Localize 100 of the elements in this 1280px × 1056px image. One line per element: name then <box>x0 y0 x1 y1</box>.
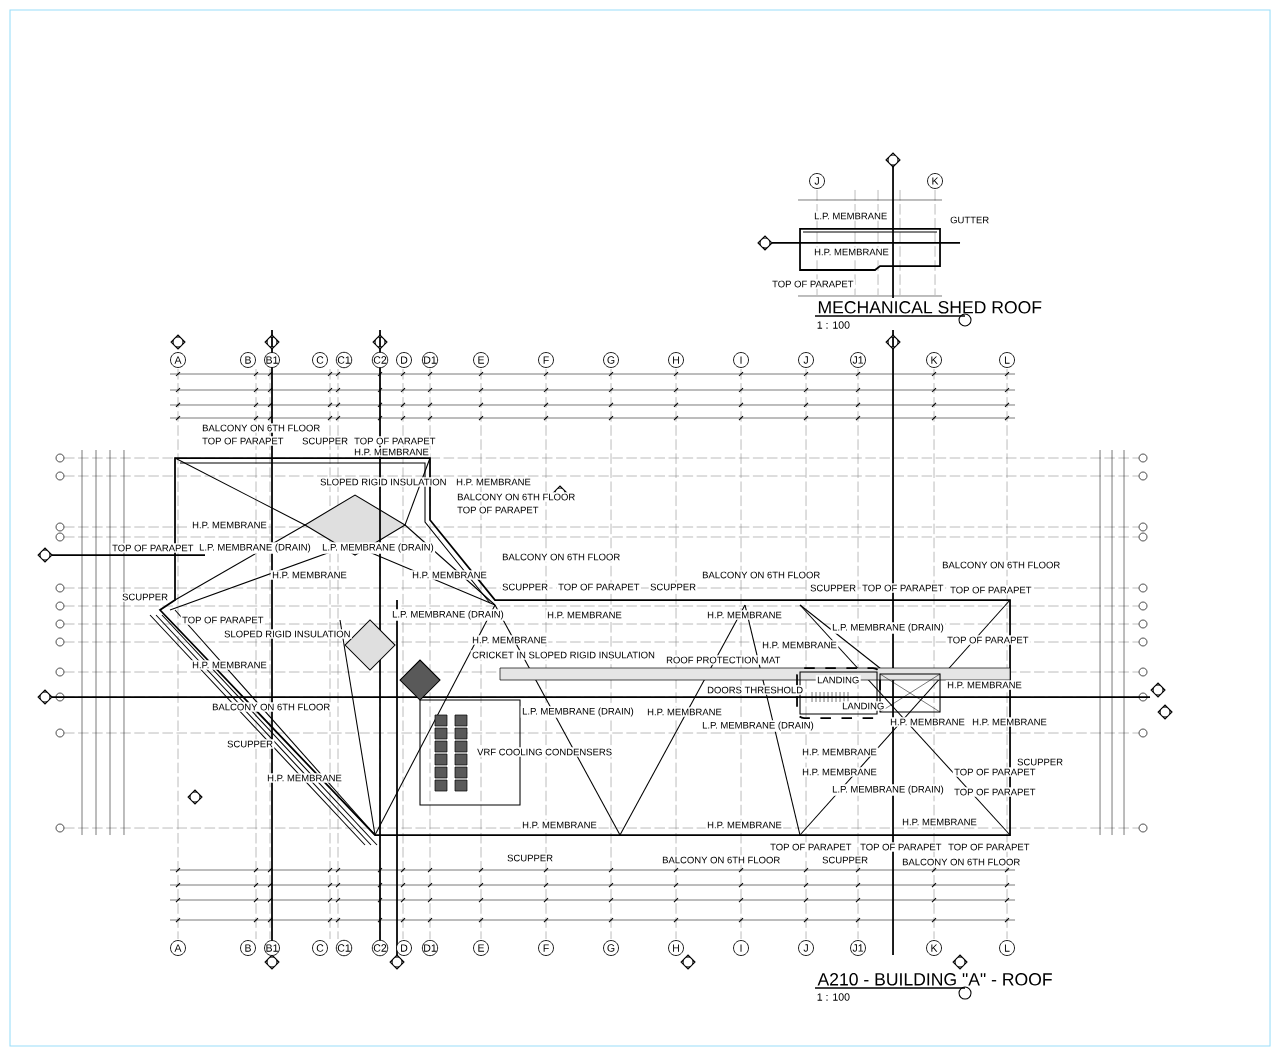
grid-bubble: G <box>603 352 619 368</box>
view-title: A210 - BUILDING "A" - ROOF <box>814 973 1052 989</box>
note-label: BALCONY ON 6TH FLOOR <box>940 560 1062 570</box>
note-label: SCUPPER <box>500 582 550 592</box>
grid-bubble: A <box>170 940 186 956</box>
grid-bubble: B <box>240 352 256 368</box>
note-label: H.P. MEMBRANE <box>812 247 891 257</box>
grid-bubble: K <box>927 173 943 189</box>
note-label: BALCONY ON 6TH FLOOR <box>700 570 822 580</box>
grid-bubble: I <box>733 352 749 368</box>
note-label: L.P. MEMBRANE (DRAIN) <box>830 784 946 796</box>
note-label: H.P. MEMBRANE <box>705 820 784 830</box>
grid-bubble: H <box>668 352 684 368</box>
note-label: SLOPED RIGID INSULATION <box>222 629 352 639</box>
note-label: TOP OF PARAPET <box>948 585 1033 595</box>
note-label: H.P. MEMBRANE <box>190 660 269 670</box>
grid-bubble: D1 <box>421 351 439 369</box>
note-label: TOP OF PARAPET <box>768 842 853 852</box>
note-label: TOP OF PARAPET <box>770 279 855 289</box>
note-label: TOP OF PARAPET <box>455 505 540 515</box>
grid-bubble: B1 <box>264 940 280 956</box>
note-label: ROOF PROTECTION MAT <box>664 655 782 665</box>
note-label: TOP OF PARAPET <box>952 787 1037 797</box>
note-label: TOP OF PARAPET <box>110 543 195 553</box>
note-label: L.P. MEMBRANE (DRAIN) <box>390 609 506 621</box>
grid-bubble: L <box>999 352 1015 368</box>
grid-bubble: I <box>733 940 749 956</box>
note-label: BALCONY ON 6TH FLOOR <box>660 855 782 865</box>
note-label: SCUPPER <box>1015 757 1065 767</box>
grid-bubble: B1 <box>264 352 280 368</box>
note-label: SCUPPER <box>505 853 555 863</box>
note-label: TOP OF PARAPET <box>860 583 945 593</box>
scale-label: 1 : 100 <box>817 993 850 1001</box>
note-label: SCUPPER <box>808 583 858 593</box>
note-label: L.P. MEMBRANE (DRAIN) <box>320 542 436 554</box>
grid-bubble: C <box>312 352 328 368</box>
note-label: H.P. MEMBRANE <box>705 610 784 620</box>
note-label: H.P. MEMBRANE <box>760 640 839 650</box>
grid-bubble: J1 <box>850 940 866 956</box>
note-label: BALCONY ON 6TH FLOOR <box>500 552 622 562</box>
grid-bubble: H <box>668 940 684 956</box>
note-label: L.P. MEMBRANE <box>812 211 889 221</box>
grid-bubble: A <box>170 352 186 368</box>
grid-bubble: F <box>538 940 554 956</box>
grid-bubble: D1 <box>421 939 439 957</box>
note-label: H.P. MEMBRANE <box>800 747 879 757</box>
grid-bubble: K <box>926 940 942 956</box>
note-label: H.P. MEMBRANE <box>410 570 489 580</box>
grid-bubble: D <box>396 352 412 368</box>
grid-bubble: E <box>473 940 489 956</box>
grid-bubble: C2 <box>371 351 389 369</box>
note-label: BALCONY ON 6TH FLOOR <box>900 857 1022 867</box>
note-label: H.P. MEMBRANE <box>454 477 533 487</box>
grid-bubble: J1 <box>850 352 866 368</box>
note-label: L.P. MEMBRANE (DRAIN) <box>700 720 816 732</box>
note-label: SCUPPER <box>225 739 275 749</box>
grid-bubble: J <box>798 940 814 956</box>
scale-label: 1 : 100 <box>817 321 850 329</box>
note-label: TOP OF PARAPET <box>200 436 285 446</box>
note-label: GUTTER <box>948 215 991 225</box>
note-label: L.P. MEMBRANE (DRAIN) <box>520 706 636 718</box>
note-label: TOP OF PARAPET <box>945 635 1030 645</box>
note-label: SCUPPER <box>120 592 170 602</box>
note-label: H.P. MEMBRANE <box>970 717 1049 727</box>
note-label: LANDING <box>840 701 886 711</box>
note-label: SCUPPER <box>300 436 350 446</box>
note-label: TOP OF PARAPET <box>946 842 1031 852</box>
note-label: L.P. MEMBRANE (DRAIN) <box>197 542 313 554</box>
note-label: H.P. MEMBRANE <box>520 820 599 830</box>
note-label: H.P. MEMBRANE <box>352 447 431 457</box>
note-label: TOP OF PARAPET <box>352 436 437 446</box>
grid-bubble: F <box>538 352 554 368</box>
grid-bubble: D <box>396 940 412 956</box>
grid-bubble: G <box>603 940 619 956</box>
note-label: TOP OF PARAPET <box>858 842 943 852</box>
note-label: DOORS THRESHOLD <box>705 685 805 695</box>
view-title: MECHANICAL SHED ROOF <box>814 301 1042 317</box>
grid-bubble: L <box>999 940 1015 956</box>
note-label: H.P. MEMBRANE <box>945 680 1024 690</box>
note-label: H.P. MEMBRANE <box>800 767 879 777</box>
grid-bubble: C1 <box>335 939 353 957</box>
note-label: BALCONY ON 6TH FLOOR <box>200 423 322 433</box>
grid-bubble: B <box>240 940 256 956</box>
note-label: TOP OF PARAPET <box>952 767 1037 777</box>
note-label: H.P. MEMBRANE <box>470 635 549 645</box>
note-label: L.P. MEMBRANE (DRAIN) <box>830 622 946 634</box>
note-label: TOP OF PARAPET <box>180 615 265 625</box>
note-label: SCUPPER <box>820 855 870 865</box>
grid-bubble: C <box>312 940 328 956</box>
note-label: H.P. MEMBRANE <box>888 717 967 727</box>
grid-bubble: E <box>473 352 489 368</box>
grid-bubble: J <box>798 352 814 368</box>
note-label: LANDING <box>815 675 861 685</box>
grid-bubble: C1 <box>335 351 353 369</box>
note-label: SCUPPER <box>648 582 698 592</box>
note-label: BALCONY ON 6TH FLOOR <box>210 702 332 712</box>
grid-bubble: K <box>926 352 942 368</box>
note-label: CRICKET IN SLOPED RIGID INSULATION <box>470 650 657 660</box>
note-label: SLOPED RIGID INSULATION <box>318 477 448 487</box>
grid-bubble: J <box>809 173 825 189</box>
